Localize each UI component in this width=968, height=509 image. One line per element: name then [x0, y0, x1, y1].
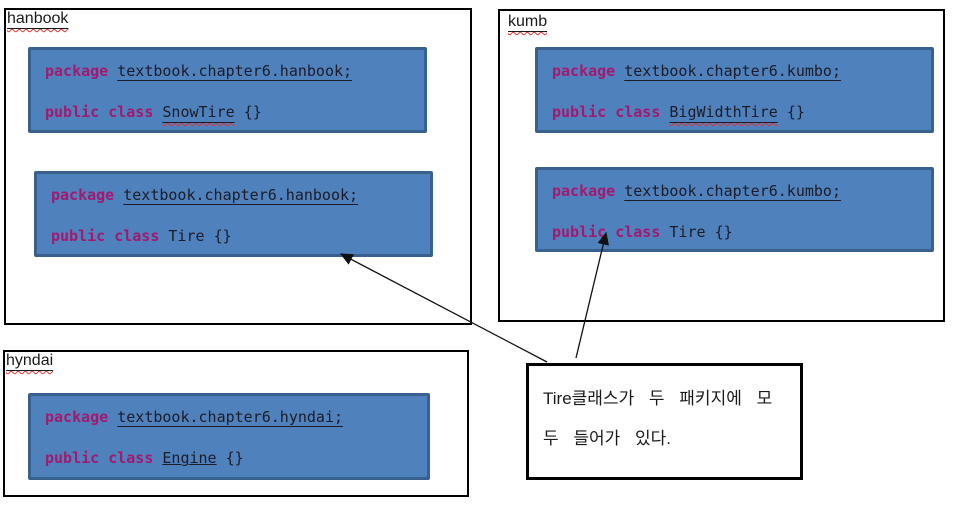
package-name-text: hyndai: [6, 352, 54, 369]
package-statement: package textbook.chapter6.kumbo;: [552, 62, 923, 80]
keyword-package: package: [552, 182, 616, 200]
class-declaration: public class Engine {}: [45, 449, 419, 467]
class-declaration: public class Tire {}: [51, 227, 422, 245]
class-name-text: Tire: [168, 227, 205, 245]
callout-text-line2: 두 들어가 있다.: [543, 429, 672, 448]
format-underline: textbook.chapter6.kumbo;: [624, 182, 841, 200]
class-name-text: Tire: [669, 223, 706, 241]
package-statement: package textbook.chapter6.hyndai;: [45, 408, 419, 426]
package-label-kumb: kumb: [508, 13, 547, 31]
spellcheck-squiggle: BigWidthTire: [669, 103, 777, 121]
package-name-text: kumb: [508, 13, 548, 30]
code-box-snowtire: package textbook.chapter6.hanbook; publi…: [28, 47, 427, 133]
code-box-bigwidthtire: package textbook.chapter6.kumbo; public …: [535, 47, 934, 133]
callout-note: Tire클래스가 두 패키지에 모 두 들어가 있다.: [526, 363, 803, 480]
package-statement: package textbook.chapter6.kumbo;: [552, 182, 923, 200]
package-label-hyndai: hyndai: [6, 352, 53, 370]
code-box-kumb-tire: package textbook.chapter6.kumbo; public …: [535, 167, 934, 252]
class-declaration: public class Tire {}: [552, 223, 923, 241]
format-underline: textbook.chapter6.kumbo;: [624, 62, 841, 80]
package-path-text: textbook.chapter6.hyndai;: [117, 408, 344, 426]
package-name-text: hanbook: [7, 10, 69, 27]
package-path-text: textbook.chapter6.hanbook;: [123, 186, 359, 204]
format-underline: textbook.chapter6.hanbook;: [117, 62, 352, 80]
keyword-package: package: [45, 62, 109, 80]
class-name-text: Engine: [162, 449, 217, 467]
spellcheck-squiggle: kumb: [508, 13, 547, 30]
package-path-text: textbook.chapter6.kumbo;: [624, 62, 841, 80]
braces-text: {}: [786, 103, 805, 121]
format-underline: textbook.chapter6.hanbook;: [123, 186, 358, 204]
braces-text: {}: [225, 449, 244, 467]
braces-text: {}: [213, 227, 232, 245]
keyword-public-class: public class: [552, 223, 661, 241]
class-name-text: SnowTire: [162, 103, 235, 121]
package-path-text: textbook.chapter6.kumbo;: [624, 182, 841, 200]
keyword-public-class: public class: [552, 103, 661, 121]
keyword-public-class: public class: [45, 449, 154, 467]
braces-text: {}: [714, 223, 733, 241]
keyword-public-class: public class: [45, 103, 154, 121]
package-statement: package textbook.chapter6.hanbook;: [51, 186, 422, 204]
package-statement: package textbook.chapter6.hanbook;: [45, 62, 416, 80]
class-declaration: public class BigWidthTire {}: [552, 103, 923, 121]
package-path-text: textbook.chapter6.hanbook;: [117, 62, 353, 80]
callout-text-line1: Tire클래스가 두 패키지에 모: [543, 389, 773, 408]
package-label-hanbook: hanbook: [7, 10, 68, 28]
spellcheck-squiggle: hanbook: [7, 10, 68, 27]
format-underline: textbook.chapter6.hyndai;: [117, 408, 343, 426]
code-box-engine: package textbook.chapter6.hyndai; public…: [28, 393, 430, 480]
class-declaration: public class SnowTire {}: [45, 103, 416, 121]
keyword-public-class: public class: [51, 227, 160, 245]
braces-text: {}: [243, 103, 262, 121]
spellcheck-squiggle: SnowTire: [162, 103, 234, 121]
keyword-package: package: [552, 62, 616, 80]
code-box-hanbook-tire: package textbook.chapter6.hanbook; publi…: [34, 171, 433, 257]
class-name-text: BigWidthTire: [669, 103, 778, 121]
spellcheck-squiggle: hyndai: [6, 352, 53, 369]
keyword-package: package: [51, 186, 115, 204]
keyword-package: package: [45, 408, 109, 426]
